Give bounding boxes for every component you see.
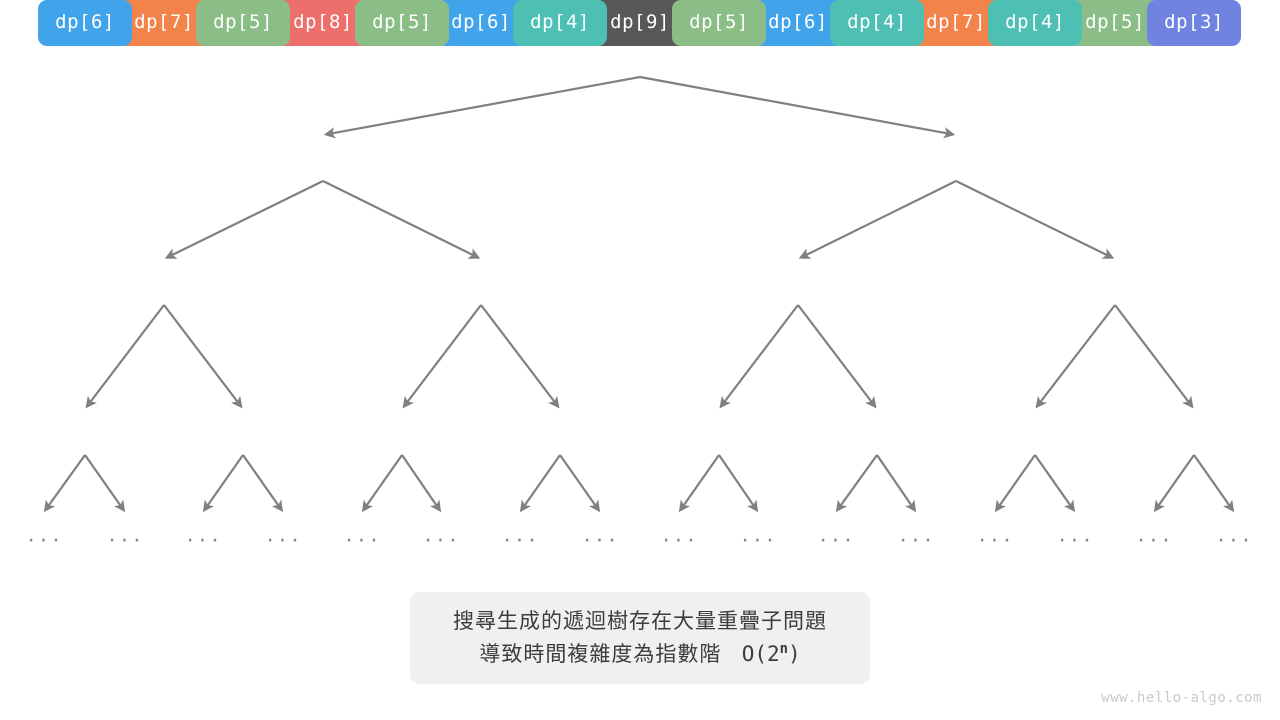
tree-edge	[798, 180, 957, 259]
tree-edge	[84, 454, 126, 513]
tree-edge	[322, 180, 481, 259]
tree-edge	[835, 454, 878, 513]
complexity-expression: O(2n)	[729, 642, 801, 666]
watermark: www.hello-algo.com	[1101, 690, 1262, 706]
tree-edge	[1034, 454, 1076, 513]
ellipsis-mark: ...	[660, 524, 698, 547]
tree-node-label: dp[5]	[689, 11, 749, 33]
tree-edge	[401, 454, 442, 513]
tree-node: dp[4]	[988, 0, 1082, 46]
tree-edge	[1193, 454, 1235, 513]
ellipsis-mark: ...	[106, 524, 144, 547]
tree-edge	[955, 180, 1115, 259]
tree-node-label: dp[7]	[134, 11, 194, 33]
tree-node: dp[6]	[751, 0, 845, 46]
tree-node-label: dp[3]	[1164, 11, 1224, 33]
complexity-base: O(2	[741, 642, 780, 666]
tree-edge	[1153, 454, 1195, 513]
ellipsis-mark: ...	[897, 524, 935, 547]
tree-edge	[639, 75, 956, 139]
tree-edge	[678, 454, 720, 513]
tree-edge	[164, 180, 324, 259]
tree-edge	[163, 304, 243, 409]
tree-node-label: dp[4]	[1005, 11, 1065, 33]
tree-node: dp[4]	[513, 0, 607, 46]
ellipsis-mark: ...	[817, 524, 855, 547]
tree-node: dp[3]	[1147, 0, 1241, 46]
tree-node: dp[5]	[1068, 0, 1162, 46]
ellipsis-mark: ...	[1215, 524, 1253, 547]
ellipsis-mark: ...	[581, 524, 619, 547]
ellipsis-mark: ...	[501, 524, 539, 547]
ellipsis-mark: ...	[25, 524, 63, 547]
caption-box: 搜尋生成的遞迴樹存在大量重疊子問題 導致時間複雜度為指數階 O(2n)	[410, 592, 870, 684]
tree-node: dp[4]	[830, 0, 924, 46]
tree-edge	[719, 304, 799, 409]
complexity-exponent: n	[779, 641, 788, 657]
tree-node-label: dp[7]	[926, 11, 986, 33]
tree-node: dp[5]	[355, 0, 449, 46]
tree-node-label: dp[5]	[213, 11, 273, 33]
tree-node: dp[6]	[38, 0, 132, 46]
caption-line-1: 搜尋生成的遞迴樹存在大量重疊子問題	[453, 609, 827, 634]
tree-edge	[876, 454, 917, 513]
tree-node: dp[7]	[117, 0, 211, 46]
tree-node-label: dp[6]	[451, 11, 511, 33]
ellipsis-mark: ...	[184, 524, 222, 547]
tree-node-label: dp[4]	[847, 11, 907, 33]
tree-edge	[202, 454, 244, 513]
tree-node: dp[5]	[196, 0, 290, 46]
tree-edge	[361, 454, 403, 513]
caption-line-2: 導致時間複雜度為指數階 O(2n)	[479, 638, 800, 671]
ellipsis-mark: ...	[343, 524, 381, 547]
tree-edge	[559, 454, 601, 513]
tree-node: dp[6]	[434, 0, 528, 46]
ellipsis-mark: ...	[422, 524, 460, 547]
ellipsis-mark: ...	[739, 524, 777, 547]
ellipsis-mark: ...	[1135, 524, 1173, 547]
tree-node: dp[5]	[672, 0, 766, 46]
tree-node-label: dp[6]	[55, 11, 115, 33]
ellipsis-mark: ...	[976, 524, 1014, 547]
tree-edge	[43, 454, 86, 513]
tree-edge	[85, 304, 165, 409]
caption-line-2-text: 導致時間複雜度為指數階	[479, 642, 722, 666]
tree-edge	[402, 304, 482, 409]
tree-edge	[1035, 304, 1116, 409]
tree-node-label: dp[5]	[372, 11, 432, 33]
tree-edge	[718, 454, 759, 513]
ellipsis-mark: ...	[264, 524, 302, 547]
tree-edge	[480, 304, 560, 409]
ellipsis-mark: ...	[1056, 524, 1094, 547]
tree-node-label: dp[4]	[530, 11, 590, 33]
tree-edge	[1114, 304, 1194, 409]
tree-node-label: dp[6]	[768, 11, 828, 33]
tree-edge	[323, 75, 641, 139]
tree-edge	[242, 454, 284, 513]
tree-edge	[519, 454, 561, 513]
tree-edge	[797, 304, 877, 409]
tree-node-label: dp[8]	[293, 11, 353, 33]
complexity-close: )	[787, 642, 801, 666]
tree-edge	[994, 454, 1036, 513]
tree-node-label: dp[9]	[610, 11, 670, 33]
tree-node-label: dp[5]	[1085, 11, 1145, 33]
